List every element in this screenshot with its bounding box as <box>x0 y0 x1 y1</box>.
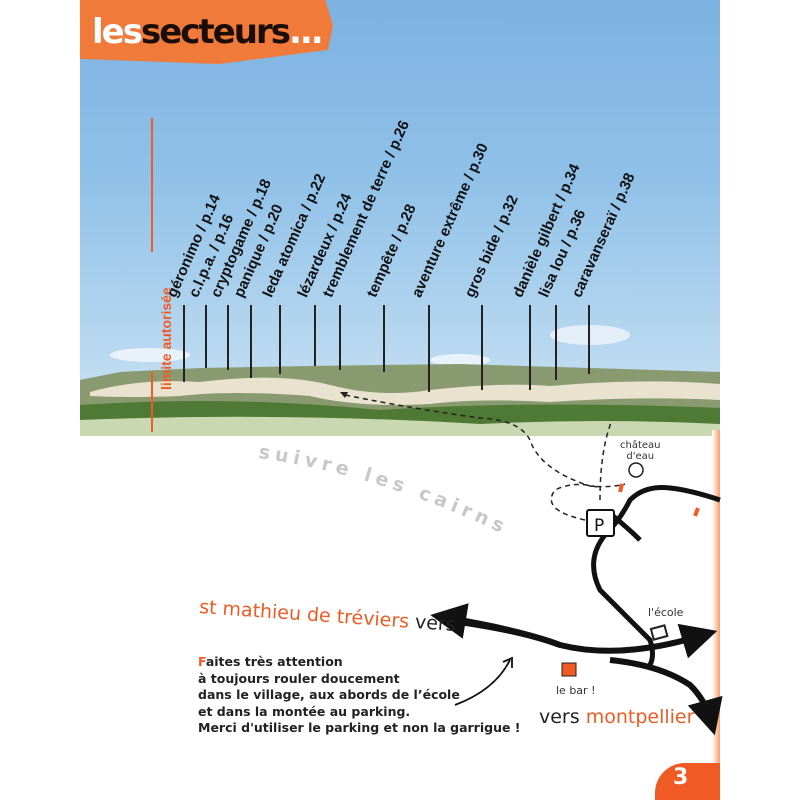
sector-pointer <box>314 305 316 366</box>
note-arrow <box>454 659 511 706</box>
sector-pointer <box>428 305 430 392</box>
barrier-marks <box>618 483 700 517</box>
page-number-tab <box>655 763 720 800</box>
title-secteurs: secteurs <box>140 12 291 52</box>
road-montpellier <box>609 657 723 736</box>
parking-label: P <box>594 516 604 536</box>
page-edge <box>712 430 720 770</box>
bar-label: le bar ! <box>556 684 596 697</box>
page-number: 3 <box>673 765 689 790</box>
parking-icon <box>586 509 615 537</box>
bar-icon <box>561 662 577 677</box>
sector-pointer <box>588 305 590 374</box>
trail-dashed <box>344 394 626 488</box>
sector-pointer <box>250 305 252 378</box>
sector-pointer <box>481 305 483 390</box>
sector-pointer <box>555 305 557 380</box>
sector-pointer <box>339 305 341 370</box>
sector-pointer <box>205 305 207 368</box>
school-icon <box>649 624 669 641</box>
sector-pointer <box>183 305 185 382</box>
limit-line-top <box>151 118 153 252</box>
trail-arrow-icon <box>340 392 348 398</box>
title-dots: ... <box>288 12 324 52</box>
sector-pointer <box>383 305 385 372</box>
title-les: les <box>92 12 143 52</box>
south-direction: vers montpellier <box>539 706 695 728</box>
page-title: lessecteurs... <box>92 12 324 52</box>
cairns-trail-label: suivre les cairns <box>257 441 512 539</box>
cliff-photo <box>80 0 720 436</box>
sector-pointer <box>227 305 229 370</box>
driving-note: Faites très attention à toujours rouler … <box>198 654 521 735</box>
ecole-label: l'école <box>648 606 684 619</box>
sector-pointer <box>279 305 281 374</box>
sector-pointer <box>529 305 531 390</box>
landscape <box>80 325 720 436</box>
title-banner <box>80 0 333 64</box>
limit-line-bottom <box>151 372 153 432</box>
water-tower-icon <box>628 462 644 478</box>
